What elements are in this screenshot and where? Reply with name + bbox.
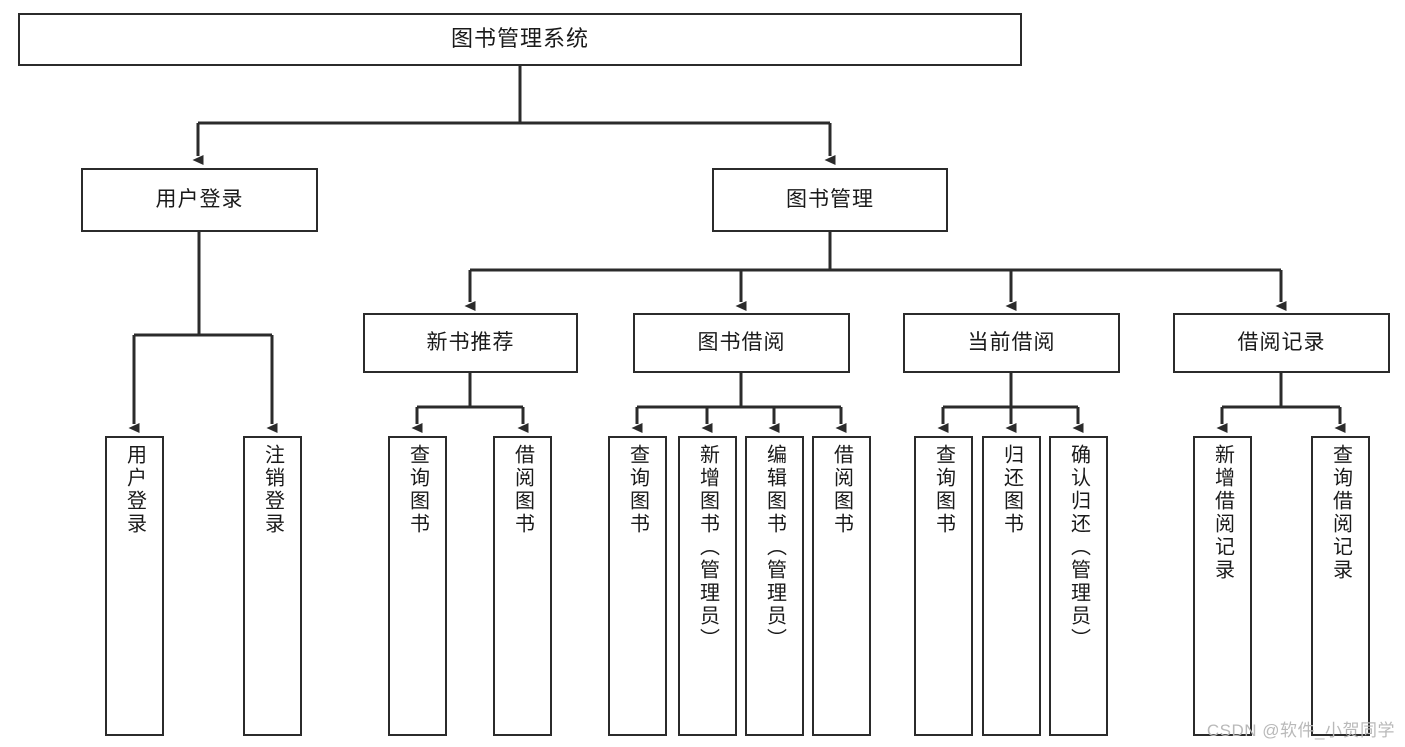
node-leaf-return-book-label: 归还图书: [1000, 444, 1023, 536]
node-root[interactable]: 图书管理系统: [18, 13, 1022, 66]
node-leaf-add-book-label: 新增图书（管理员）: [696, 444, 719, 651]
node-new-book-recommend[interactable]: 新书推荐: [363, 313, 578, 373]
node-leaf-confirm-return[interactable]: 确认归还（管理员）: [1049, 436, 1108, 736]
node-leaf-borrow-book-1[interactable]: 借阅图书: [493, 436, 552, 736]
node-leaf-borrow-book-2[interactable]: 借阅图书: [812, 436, 871, 736]
node-current-borrow[interactable]: 当前借阅: [903, 313, 1120, 373]
node-leaf-query-record-label: 查询借阅记录: [1329, 444, 1352, 582]
node-leaf-query-book-3[interactable]: 查询图书: [914, 436, 973, 736]
node-leaf-borrow-book-2-label: 借阅图书: [830, 444, 853, 536]
node-leaf-return-book[interactable]: 归还图书: [982, 436, 1041, 736]
node-leaf-confirm-return-label: 确认归还（管理员）: [1067, 444, 1090, 651]
node-leaf-add-record-label: 新增借阅记录: [1211, 444, 1234, 582]
node-leaf-query-record[interactable]: 查询借阅记录: [1311, 436, 1370, 736]
node-leaf-query-book-1[interactable]: 查询图书: [388, 436, 447, 736]
watermark: CSDN @软件_小贺同学: [1206, 721, 1395, 740]
node-leaf-query-book-3-label: 查询图书: [932, 444, 955, 536]
node-leaf-user-login-label: 用户登录: [123, 444, 146, 536]
node-leaf-logout-login-label: 注销登录: [261, 444, 284, 536]
node-leaf-query-book-2[interactable]: 查询图书: [608, 436, 667, 736]
node-user-login[interactable]: 用户登录: [81, 168, 318, 232]
node-leaf-query-book-1-label: 查询图书: [406, 444, 429, 536]
node-leaf-query-book-2-label: 查询图书: [626, 444, 649, 536]
node-leaf-edit-book[interactable]: 编辑图书（管理员）: [745, 436, 804, 736]
node-leaf-edit-book-label: 编辑图书（管理员）: [763, 444, 786, 651]
node-leaf-logout-login[interactable]: 注销登录: [243, 436, 302, 736]
node-leaf-user-login[interactable]: 用户登录: [105, 436, 164, 736]
node-borrow-record[interactable]: 借阅记录: [1173, 313, 1390, 373]
node-leaf-borrow-book-1-label: 借阅图书: [511, 444, 534, 536]
node-book-manage[interactable]: 图书管理: [712, 168, 948, 232]
node-leaf-add-book[interactable]: 新增图书（管理员）: [678, 436, 737, 736]
node-leaf-add-record[interactable]: 新增借阅记录: [1193, 436, 1252, 736]
node-book-borrow[interactable]: 图书借阅: [633, 313, 850, 373]
